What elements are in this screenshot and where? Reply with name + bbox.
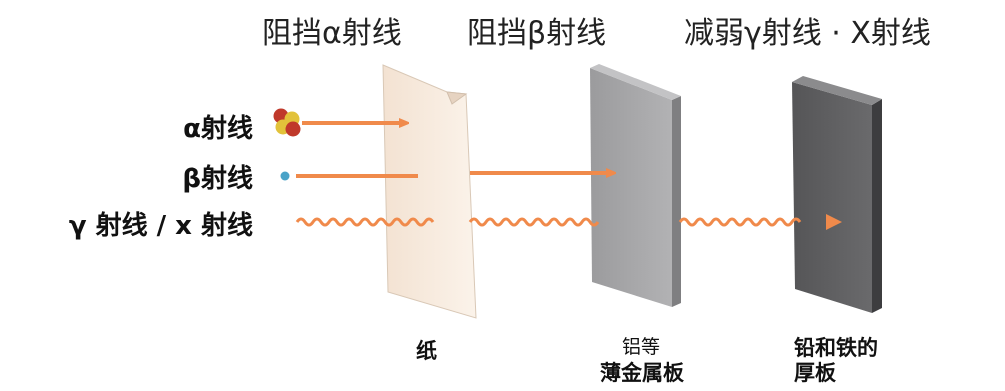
alpha-particle-icon [273, 108, 301, 137]
title-block-alpha: 阻挡α射线 [262, 16, 402, 51]
label-lead-line1: 铅和铁的 [794, 336, 878, 360]
label-aluminum-line1: 铝等 [622, 336, 661, 358]
aluminum-plate [590, 64, 681, 307]
label-gamma-x-ray: γ 射线 / x 射线 [68, 211, 253, 241]
gamma-wave-segment-2 [468, 217, 600, 227]
paper-sheet [382, 64, 477, 319]
gamma-wave-segment-1 [295, 217, 435, 227]
beta-particle-icon [280, 171, 290, 181]
label-paper: 纸 [416, 339, 437, 363]
label-beta-ray: β射线 [182, 164, 253, 194]
title-attenuate-gamma-x: 减弱γ射线 · X射线 [684, 16, 931, 51]
gamma-ray-arrowhead [826, 214, 842, 230]
lead-plate [792, 76, 882, 313]
label-aluminum-line2: 薄金属板 [600, 361, 684, 385]
title-block-beta: 阻挡β射线 [467, 16, 607, 51]
label-alpha-ray: α射线 [183, 114, 253, 144]
gamma-wave-segment-3 [678, 217, 802, 227]
label-lead-line2: 厚板 [794, 361, 836, 385]
